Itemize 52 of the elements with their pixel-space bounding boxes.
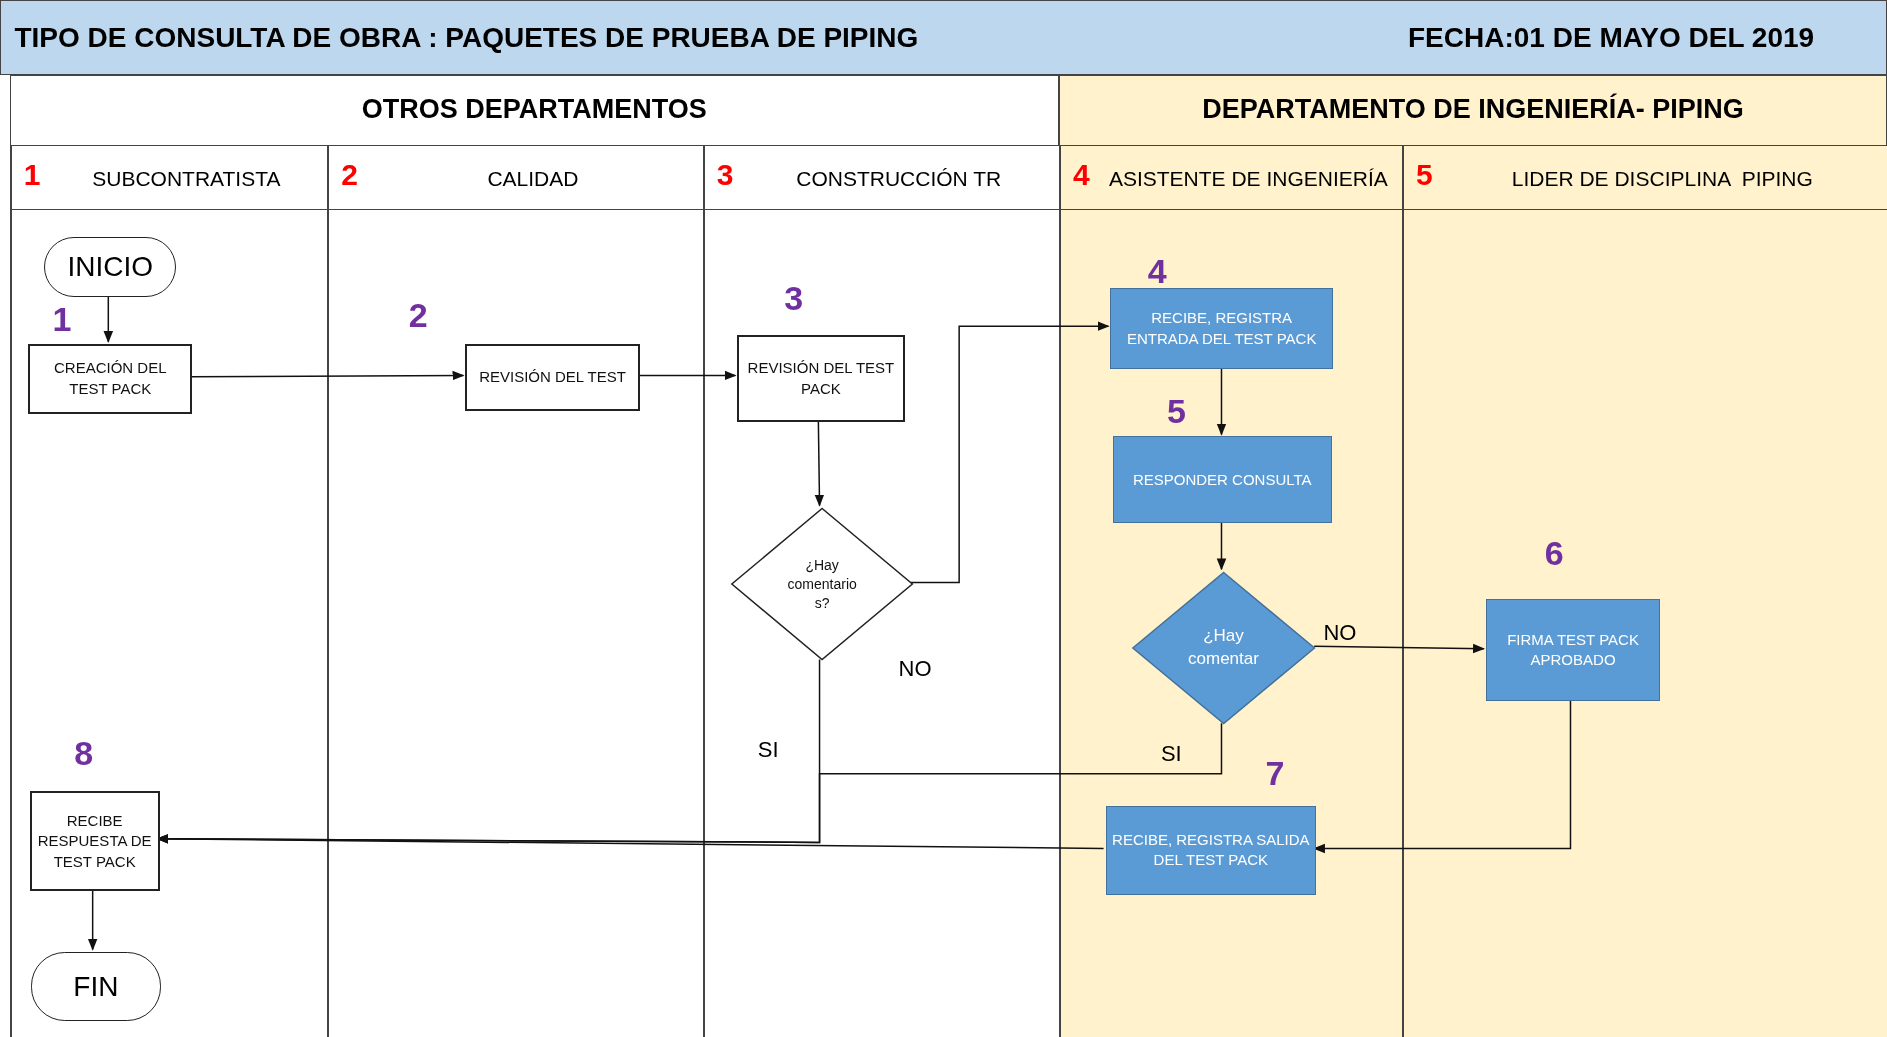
process-box: RESPONDER CONSULTA — [1112, 436, 1332, 524]
step-number: 2 — [408, 295, 428, 335]
edge-label: SI — [1159, 741, 1183, 768]
arrow — [1216, 366, 1227, 436]
process-box: FIRMA TEST PACK APROBADO — [1485, 598, 1661, 702]
arrow — [1216, 520, 1227, 571]
swimlane — [1403, 145, 1887, 1037]
lane-title: CONSTRUCCIÓN TR — [795, 166, 1003, 191]
lane-number: 1 — [23, 158, 41, 193]
arrow — [87, 888, 98, 951]
lane-title: CALIDAD — [486, 166, 580, 191]
title: TIPO DE CONSULTA DE OBRA : PAQUETES DE PRUEBA DE PIPING — [14, 21, 919, 54]
lane-title: LIDER DE DISCIPLINA PIPING — [1510, 166, 1814, 191]
arrow — [910, 321, 1110, 584]
edge-label: NO — [1322, 619, 1358, 646]
decision-diamond: ¿Hay comentar — [1130, 571, 1317, 726]
lane-number: 5 — [1416, 158, 1433, 193]
step-number: 6 — [1544, 533, 1564, 573]
swimlane — [10, 145, 329, 1037]
arrow — [189, 370, 465, 381]
department-header: OTROS DEPARTAMENTOS — [360, 93, 708, 125]
step-number: 7 — [1265, 754, 1285, 794]
lane-number: 4 — [1073, 158, 1090, 193]
terminator-shape: INICIO — [44, 236, 177, 297]
swimlane — [703, 145, 1060, 1037]
step-number: 8 — [74, 733, 94, 773]
lane-title: ASISTENTE DE INGENIERÍA — [1107, 166, 1389, 191]
process-box: RECIBE, REGISTRA ENTRADA DEL TEST PACK — [1110, 288, 1333, 370]
arrow — [103, 294, 114, 343]
process-box: CREACIÓN DEL TEST PACK — [28, 343, 193, 414]
date-text: FECHA:01 DE MAYO DEL 2019 — [1408, 21, 1815, 54]
lane-number: 3 — [716, 158, 734, 193]
department-column — [1059, 74, 1887, 1037]
step-number: 1 — [52, 300, 72, 340]
process-box: REVISIÓN DEL TEST PACK — [737, 335, 905, 422]
terminator-shape: FIN — [30, 951, 161, 1022]
step-number: 5 — [1166, 391, 1186, 431]
lane-number: 2 — [341, 158, 359, 193]
process-box: RECIBE, REGISTRA SALIDA DEL TEST PACK — [1105, 805, 1317, 895]
swimlane — [1060, 145, 1403, 1037]
process-box: RECIBE RESPUESTA DE TEST PACK — [29, 791, 160, 892]
department-header: DEPARTAMENTO DE INGENIERÍA- PIPING — [1201, 93, 1745, 125]
decision-diamond: ¿Hay comentario s? — [730, 507, 915, 662]
department-column — [9, 74, 1059, 1037]
process-box: REVISIÓN DEL TEST — [465, 343, 640, 412]
edge-label: SI — [756, 736, 780, 763]
step-number: 3 — [784, 278, 804, 318]
arrow — [637, 370, 737, 381]
swimlane — [328, 145, 704, 1037]
lane-title: SUBCONTRATISTA — [91, 166, 282, 191]
arrow — [1313, 643, 1486, 654]
arrow — [814, 419, 825, 507]
